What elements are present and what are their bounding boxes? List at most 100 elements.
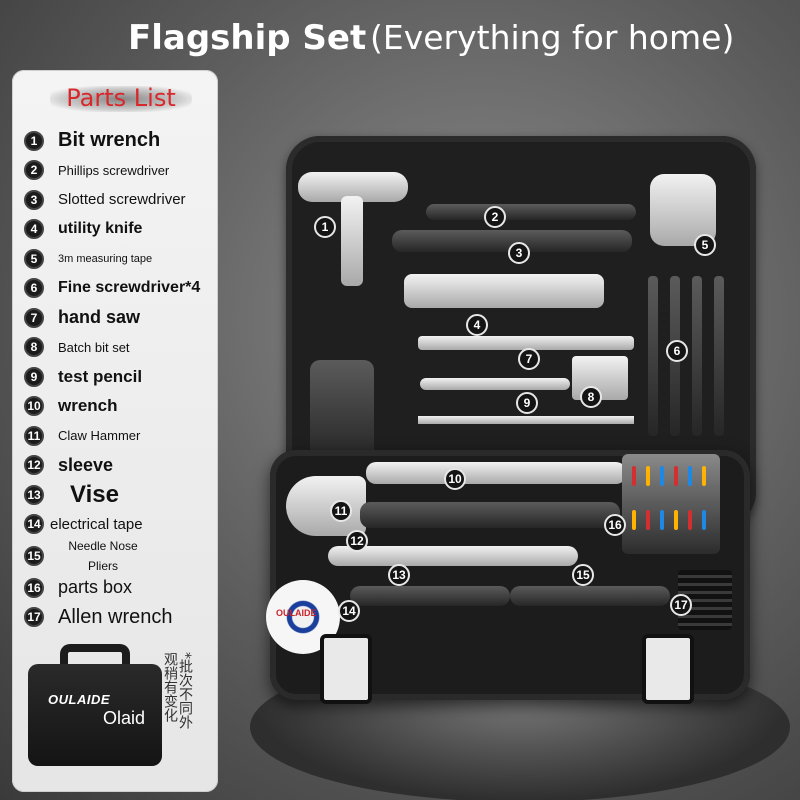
part-number-badge: 13: [24, 484, 44, 505]
callout-8: 8: [580, 386, 602, 408]
part-label: Vise: [70, 480, 119, 508]
callout-13: 13: [388, 564, 410, 586]
test-pencil-icon: [420, 378, 570, 390]
closed-case-thumbnail: OULAIDE Olaid: [28, 642, 168, 772]
brand-logo: OULAIDE: [48, 692, 110, 707]
parts-list-title: Parts List: [50, 84, 192, 114]
phillips-screwdriver-icon: [426, 204, 636, 220]
part-item-3: 3 Slotted screwdriver: [24, 185, 220, 215]
part-item-17: 17 Allen wrench: [24, 603, 220, 633]
set-subtitle: (Everything for home): [370, 18, 735, 57]
variation-note: *批次不同外观稍有变化: [162, 652, 216, 732]
callout-17: 17: [670, 594, 692, 616]
callout-2: 2: [484, 206, 506, 228]
part-item-10: 10 wrench: [24, 392, 220, 422]
part-number-badge: 14: [24, 514, 44, 535]
headline: Flagship Set (Everything for home): [0, 14, 800, 66]
case-body: [28, 664, 162, 766]
part-item-5: 5 3m measuring tape: [24, 244, 220, 274]
part-item-14: 14 electrical tape: [24, 510, 220, 540]
callout-7: 7: [518, 348, 540, 370]
fine-screwdriver-icon: [714, 276, 724, 436]
part-label: electrical tape: [50, 515, 143, 533]
part-number-badge: 8: [24, 337, 44, 358]
hand-saw-grip: [310, 360, 374, 460]
part-item-8: 8 Batch bit set: [24, 333, 220, 363]
hand-saw-blade: [418, 416, 634, 424]
bit-wrench-shaft: [341, 196, 363, 286]
part-number-badge: 17: [24, 607, 44, 628]
callout-16: 16: [604, 514, 626, 536]
part-number-badge: 9: [24, 366, 44, 387]
part-label: utility knife: [58, 220, 143, 238]
tape-brand-text: OULAIDE: [276, 608, 317, 618]
parts-box-icon: [622, 454, 720, 554]
product-stage: OULAIDE 1 2 3 4 5 6 7 8 9 10 11 12 13 14…: [230, 72, 800, 800]
part-label: Allen wrench: [58, 605, 173, 628]
part-item-2: 2 Phillips screwdriver: [24, 156, 220, 186]
part-number-badge: 7: [24, 307, 44, 328]
part-item-11: 11 Claw Hammer: [24, 421, 220, 451]
part-label: Claw Hammer: [58, 428, 141, 444]
part-number-badge: 12: [24, 455, 44, 476]
callout-10: 10: [444, 468, 466, 490]
vise-pliers-icon: [350, 586, 510, 606]
part-label: sleeve: [58, 454, 114, 475]
part-label: wrench: [58, 396, 118, 416]
part-label: Slotted screwdriver: [58, 191, 186, 209]
claw-hammer-icon: [286, 476, 366, 536]
part-label: Bit wrench: [58, 129, 161, 152]
slotted-screwdriver-icon: [392, 230, 632, 252]
part-item-13: 13 Vise: [24, 480, 220, 510]
callout-6: 6: [666, 340, 688, 362]
part-number-badge: 4: [24, 219, 44, 240]
part-item-6: 6 Fine screwdriver*4: [24, 274, 220, 304]
callout-1: 1: [314, 216, 336, 238]
part-item-9: 9 test pencil: [24, 362, 220, 392]
callout-3: 3: [508, 242, 530, 264]
callout-4: 4: [466, 314, 488, 336]
part-item-15: 15 Needle Nose Pliers: [24, 539, 220, 573]
part-label: Fine screwdriver*4: [58, 279, 201, 297]
part-label: hand saw: [58, 307, 141, 328]
part-label: Phillips screwdriver: [58, 162, 170, 178]
part-number-badge: 16: [24, 577, 44, 598]
part-label: Needle Nose Pliers: [68, 539, 138, 573]
part-number-badge: 1: [24, 130, 44, 151]
callout-12: 12: [346, 530, 368, 552]
part-number-badge: 10: [24, 396, 44, 417]
fine-screwdriver-icon: [692, 276, 702, 436]
part-item-7: 7 hand saw: [24, 303, 220, 333]
part-label: 3m measuring tape: [58, 252, 153, 265]
socket-set-icon: [328, 546, 578, 566]
case-latch-left: [320, 634, 372, 704]
fine-screwdriver-icon: [648, 276, 658, 436]
part-label: test pencil: [58, 366, 143, 386]
needle-nose-pliers-icon: [510, 586, 670, 606]
part-number-badge: 6: [24, 278, 44, 299]
case-latch-right: [642, 634, 694, 704]
callout-5: 5: [694, 234, 716, 256]
note-text: *批次不同外观稍有变化: [162, 652, 193, 729]
callout-11: 11: [330, 500, 352, 522]
part-label: Batch bit set: [58, 339, 130, 355]
callout-15: 15: [572, 564, 594, 586]
part-number-badge: 11: [24, 425, 44, 446]
part-item-4: 4 utility knife: [24, 215, 220, 245]
title-highlight: [50, 86, 192, 112]
callout-14: 14: [338, 600, 360, 622]
wrench-icon: [366, 462, 626, 484]
utility-knife-icon: [404, 274, 604, 308]
hand-saw-icon: [418, 336, 634, 350]
part-number-badge: 3: [24, 189, 44, 210]
set-title: Flagship Set: [128, 18, 367, 58]
part-item-1: 1 Bit wrench: [24, 126, 220, 156]
parts-list: 1 Bit wrench 2 Phillips screwdriver 3 Slott…: [24, 126, 220, 632]
claw-hammer-handle: [360, 502, 620, 528]
brand-subtext: Olaid: [102, 708, 146, 728]
callout-9: 9: [516, 392, 538, 414]
part-number-badge: 5: [24, 248, 44, 269]
part-number-badge: 15: [24, 546, 44, 566]
part-number-badge: 2: [24, 160, 44, 181]
